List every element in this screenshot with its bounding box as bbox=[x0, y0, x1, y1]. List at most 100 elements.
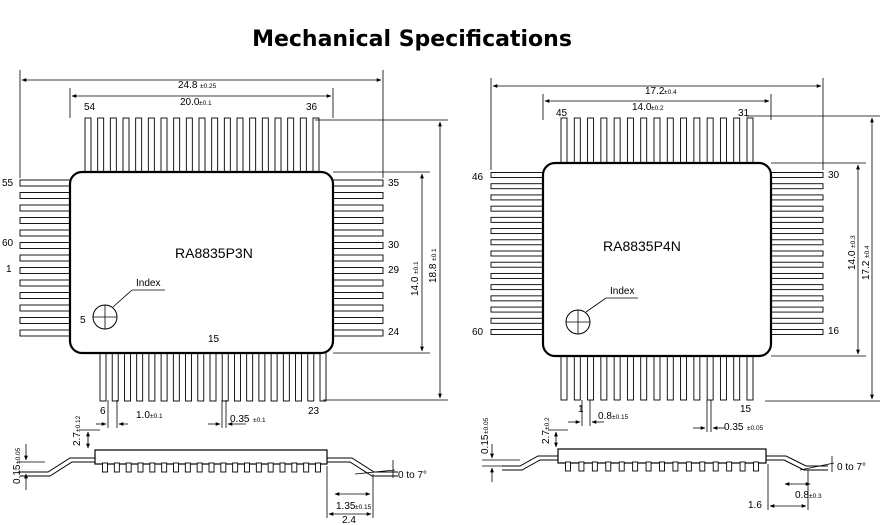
right-side-lead bbox=[591, 461, 598, 472]
right-top-pin bbox=[640, 117, 648, 165]
left-top-pin bbox=[299, 117, 307, 175]
left-dim-overall-height-tol: ±0.1 bbox=[431, 248, 438, 261]
right-pin-60: 60 bbox=[472, 327, 484, 338]
page-title: Mechanical Specifications bbox=[252, 27, 572, 52]
left-top-pin bbox=[261, 117, 269, 175]
right-bottom-pin bbox=[666, 353, 674, 401]
right-top-pin bbox=[680, 117, 688, 165]
right-right-pin bbox=[768, 284, 824, 291]
left-side-lead bbox=[303, 462, 310, 473]
left-top-pin bbox=[287, 117, 295, 175]
right-dim-pitch: 0.8 bbox=[598, 411, 612, 422]
right-top-pins bbox=[560, 117, 754, 165]
right-bottom-pin bbox=[600, 353, 608, 401]
left-side-lead bbox=[291, 462, 298, 473]
left-side-pin bbox=[19, 292, 73, 299]
right-left-pin bbox=[490, 172, 546, 178]
right-side-lead bbox=[645, 461, 652, 472]
right-side-pin bbox=[330, 192, 384, 199]
right-bottom-pin bbox=[680, 353, 688, 401]
left-dim-body-height-tol: ±0.1 bbox=[413, 261, 420, 274]
left-top-pin bbox=[198, 117, 206, 175]
left-pin-15: 15 bbox=[208, 334, 220, 345]
right-left-pin bbox=[490, 194, 546, 201]
left-chip-name: RA8835P3N bbox=[175, 245, 253, 261]
right-dim-height: 2.7 bbox=[541, 430, 552, 444]
right-side-lead bbox=[699, 461, 706, 472]
left-pin-30: 30 bbox=[388, 240, 400, 251]
right-index-label: Index bbox=[610, 286, 634, 297]
right-right-pins bbox=[768, 172, 824, 335]
left-side-lead bbox=[255, 462, 262, 473]
left-top-pin bbox=[312, 117, 320, 175]
left-dim-lead-width-tol: ±0.1 bbox=[253, 417, 266, 424]
right-top-pin bbox=[600, 117, 608, 165]
right-top-pin bbox=[706, 117, 714, 165]
right-top-pin bbox=[626, 117, 634, 165]
left-bottom-pin bbox=[185, 350, 193, 402]
right-bottom-pin bbox=[746, 353, 754, 401]
left-pin-5: 5 bbox=[80, 315, 86, 326]
left-bottom-pin bbox=[209, 350, 217, 402]
left-dim-lead-width: 0.35 bbox=[230, 414, 250, 425]
left-dim-overall-height: 18.8 bbox=[428, 263, 439, 283]
right-bottom-pin bbox=[613, 353, 621, 401]
right-left-pin bbox=[490, 216, 546, 223]
left-dim-standoff-tol: ±0.05 bbox=[15, 447, 22, 464]
right-side-pin bbox=[330, 317, 384, 324]
right-left-pin bbox=[490, 183, 546, 190]
left-bottom-pin bbox=[319, 350, 327, 402]
right-bottom-pin bbox=[733, 353, 741, 401]
right-dim-body-width-tol: ±0.2 bbox=[651, 105, 664, 112]
right-dim-overall-height: 17.2 bbox=[861, 260, 872, 280]
right-side-pin bbox=[330, 292, 384, 299]
right-side-pin bbox=[330, 254, 384, 262]
left-pin-23: 23 bbox=[308, 406, 320, 417]
left-bottom-pin bbox=[295, 350, 303, 402]
right-dim-lead-width-tol: ±0.05 bbox=[747, 425, 764, 432]
right-side-pin bbox=[330, 304, 384, 312]
left-side-lead bbox=[244, 462, 250, 473]
left-side-pin bbox=[19, 254, 73, 262]
left-top-pin bbox=[173, 117, 181, 175]
left-side-pin bbox=[19, 217, 73, 224]
left-dim-body-width-tol: ±0.1 bbox=[199, 100, 212, 107]
left-top-pin bbox=[274, 117, 282, 175]
right-left-pin bbox=[490, 284, 546, 291]
right-side-pin bbox=[330, 217, 384, 224]
left-bottom-pin bbox=[307, 350, 315, 402]
right-side-lead bbox=[726, 461, 733, 472]
right-right-pin bbox=[768, 329, 824, 335]
right-dim-foot-tol: ±0.3 bbox=[809, 493, 822, 500]
right-top-pin bbox=[587, 117, 595, 165]
right-side-pin bbox=[330, 329, 384, 337]
right-dim-height-tol: ±0.2 bbox=[544, 417, 551, 430]
left-bottom-pin bbox=[123, 350, 131, 402]
right-side-lead bbox=[618, 461, 625, 472]
right-side-pin bbox=[330, 204, 384, 212]
right-dim-body-width: 14.0 bbox=[632, 102, 652, 113]
right-side-lead bbox=[712, 461, 719, 472]
left-top-pin bbox=[147, 117, 155, 175]
right-side-lead bbox=[659, 461, 665, 472]
right-side-lead bbox=[632, 461, 639, 472]
right-bottom-pins bbox=[560, 353, 754, 401]
right-right-pin bbox=[768, 205, 824, 212]
left-pin-54: 54 bbox=[84, 102, 96, 113]
right-bottom-pin bbox=[560, 353, 568, 401]
left-bottom-pin bbox=[221, 350, 229, 402]
right-pin-45: 45 bbox=[556, 108, 568, 119]
right-side-lead bbox=[685, 461, 692, 472]
left-side-lead bbox=[173, 462, 179, 473]
left-side-lead bbox=[137, 462, 144, 473]
right-pin-31: 31 bbox=[738, 108, 750, 119]
left-side-lead bbox=[102, 462, 108, 473]
left-chip-body bbox=[68, 170, 335, 355]
left-pin-36: 36 bbox=[306, 102, 318, 113]
right-right-pin bbox=[768, 317, 824, 324]
left-top-pin bbox=[223, 117, 231, 175]
left-side-lead bbox=[149, 462, 156, 473]
right-package: RA8835P4N Index 45 31 30 16 46 60 15 1 1… bbox=[472, 78, 880, 511]
left-side-pin bbox=[19, 242, 73, 249]
